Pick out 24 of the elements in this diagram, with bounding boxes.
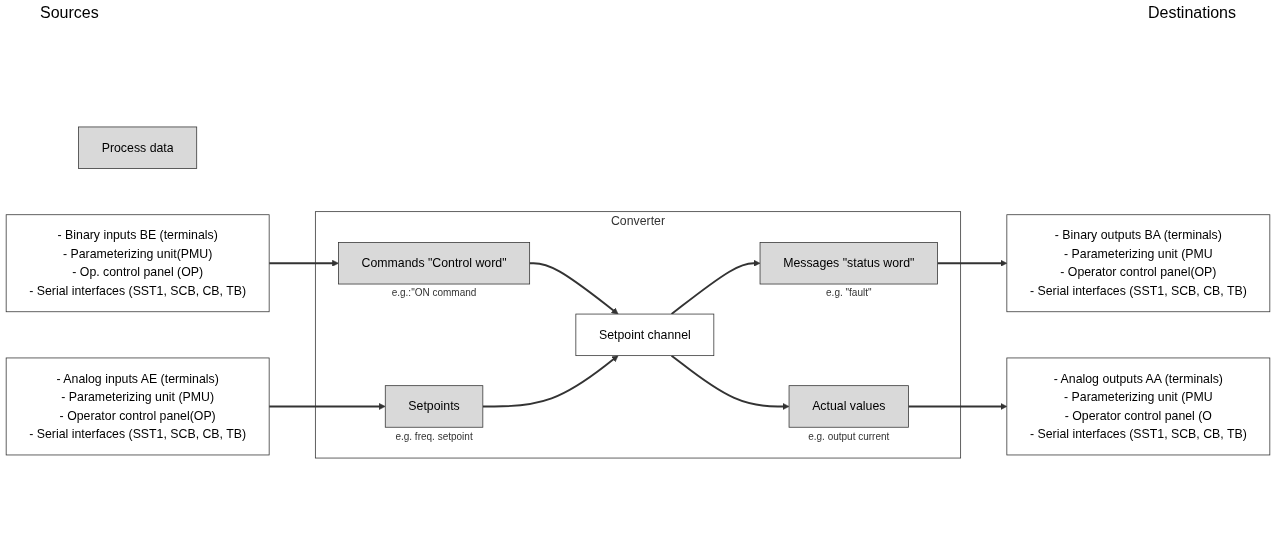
column-heading: Sources [40,4,99,22]
node-box: Process data [78,126,198,169]
node-box: - Analog inputs AE (terminals) - Parameterizing unit (PMU) - Operator control panel(OP) - Serial interfaces (SST1, SCB, CB, TB) [5,357,270,456]
example-note: e.g. freq. setpoint [395,430,473,442]
arrow [528,262,619,315]
node-box: Setpoints [384,385,484,428]
node-box: - Binary inputs BE (terminals) - Parameterizing unit(PMU) - Op. control panel (OP) - Serial interfaces (SST1, SCB, CB, TB) [5,214,270,313]
node-box: - Analog outputs AA (terminals) - Parameterizing unit (PMU - Operator control panel (O - Serial interfaces (SST1, SCB, CB, TB) [1006,357,1271,456]
column-heading: Destinations [1147,4,1236,22]
node-box: Actual values [788,385,909,428]
node-box: Messages "status word" [759,242,938,285]
arrow [481,355,619,408]
arrow [907,403,1008,410]
arrow [670,354,790,410]
example-note: e.g. "fault" [826,287,872,299]
arrow [268,403,386,410]
arrow [268,259,339,267]
example-note: e.g. output current [808,430,890,442]
node-box: Setpoint channel [575,313,715,357]
arrow [670,259,761,315]
node-box: - Binary outputs BA (terminals) - Parameterizing unit (PMU - Operator control panel(OP) - Serial interfaces (SST1, SCB, CB, TB) [1006,214,1271,313]
example-note: e.g.:"ON command [391,287,477,299]
arrow [936,259,1008,267]
node-box: Commands "Control word" [338,242,531,285]
